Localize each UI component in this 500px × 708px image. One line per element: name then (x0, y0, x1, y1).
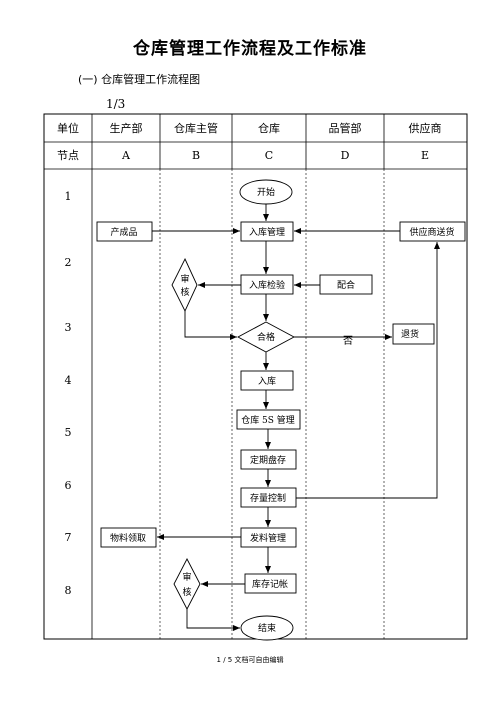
column-supplier: 供应商 (409, 121, 442, 135)
supplier-delivery-label: 供应商送货 (409, 226, 454, 238)
node-c: C (265, 149, 273, 162)
row-number: 3 (65, 321, 72, 334)
page-indicator: 1/3 (106, 97, 126, 111)
review2-label-bottom: 核 (182, 586, 191, 598)
header-unit: 单位 (57, 121, 79, 135)
inbound-check-box (240, 274, 294, 295)
no-label: 否 (343, 335, 353, 347)
row-number: 4 (65, 374, 72, 387)
row-number: 8 (65, 584, 72, 597)
inbound-mgmt-label: 入库管理 (249, 226, 285, 238)
5s-mgmt-label: 仓库 5S 管理 (241, 414, 295, 426)
ledger-label: 库存记帐 (252, 578, 288, 590)
column-warehouse: 仓库 (258, 121, 280, 135)
end-label: 结束 (258, 622, 276, 634)
review2-label-top: 审 (182, 571, 191, 583)
store-in-label: 入库 (258, 375, 276, 387)
inbound-check-label: 入库检验 (249, 279, 285, 291)
ledger-box (244, 573, 297, 594)
row-number: 2 (65, 256, 72, 269)
node-d: D (341, 149, 350, 162)
inbound-mgmt-box (240, 221, 294, 242)
supplier-delivery-box (399, 221, 466, 242)
material-pick-label: 物料领取 (110, 532, 146, 544)
arrow-review-to-end (186, 609, 240, 631)
produce-box (96, 221, 153, 242)
document-title: 仓库管理工作流程及工作标准 (133, 39, 367, 59)
row-number: 6 (65, 479, 72, 492)
5s-mgmt-box (236, 409, 301, 430)
page-footer: 1 / 5 文档可自由编辑 (216, 656, 284, 664)
row-number: 7 (65, 531, 72, 544)
node-a: A (121, 149, 131, 162)
produce-label: 产成品 (110, 226, 137, 238)
start-label: 开始 (257, 186, 275, 198)
review1-label-bottom: 核 (180, 286, 189, 298)
cooperate-label: 配合 (337, 279, 355, 291)
return-label: 退货 (401, 328, 419, 340)
store-in-box (240, 370, 294, 391)
review-diamond-2 (173, 558, 201, 610)
stock-control-label: 存量控制 (250, 492, 286, 504)
column-warehouse-supervisor: 仓库主管 (174, 121, 218, 135)
review-diamond-1 (171, 257, 198, 313)
column-quality: 品管部 (329, 121, 362, 135)
arrow-stock-to-supplier (296, 242, 440, 499)
row-number: 1 (65, 190, 72, 203)
return-box (392, 323, 435, 345)
column-production: 生产部 (110, 121, 143, 135)
node-e: E (421, 149, 429, 162)
header-node: 节点 (57, 149, 79, 162)
arrow-review-to-qualified (184, 311, 237, 340)
material-pick-box (100, 527, 157, 548)
inventory-label: 定期盘存 (250, 454, 286, 466)
issue-mgmt-box (240, 527, 297, 548)
inventory-box (240, 449, 297, 470)
cooperate-box (319, 274, 373, 295)
review1-label-top: 审 (180, 273, 189, 285)
qualified-label: 合格 (257, 331, 275, 343)
issue-mgmt-label: 发料管理 (250, 532, 286, 544)
section-subtitle: (一) 仓库管理工作流程图 (78, 73, 201, 86)
row-number: 5 (65, 426, 72, 439)
node-b: B (192, 149, 200, 162)
stock-control-box (240, 487, 297, 508)
end-node (240, 615, 294, 641)
